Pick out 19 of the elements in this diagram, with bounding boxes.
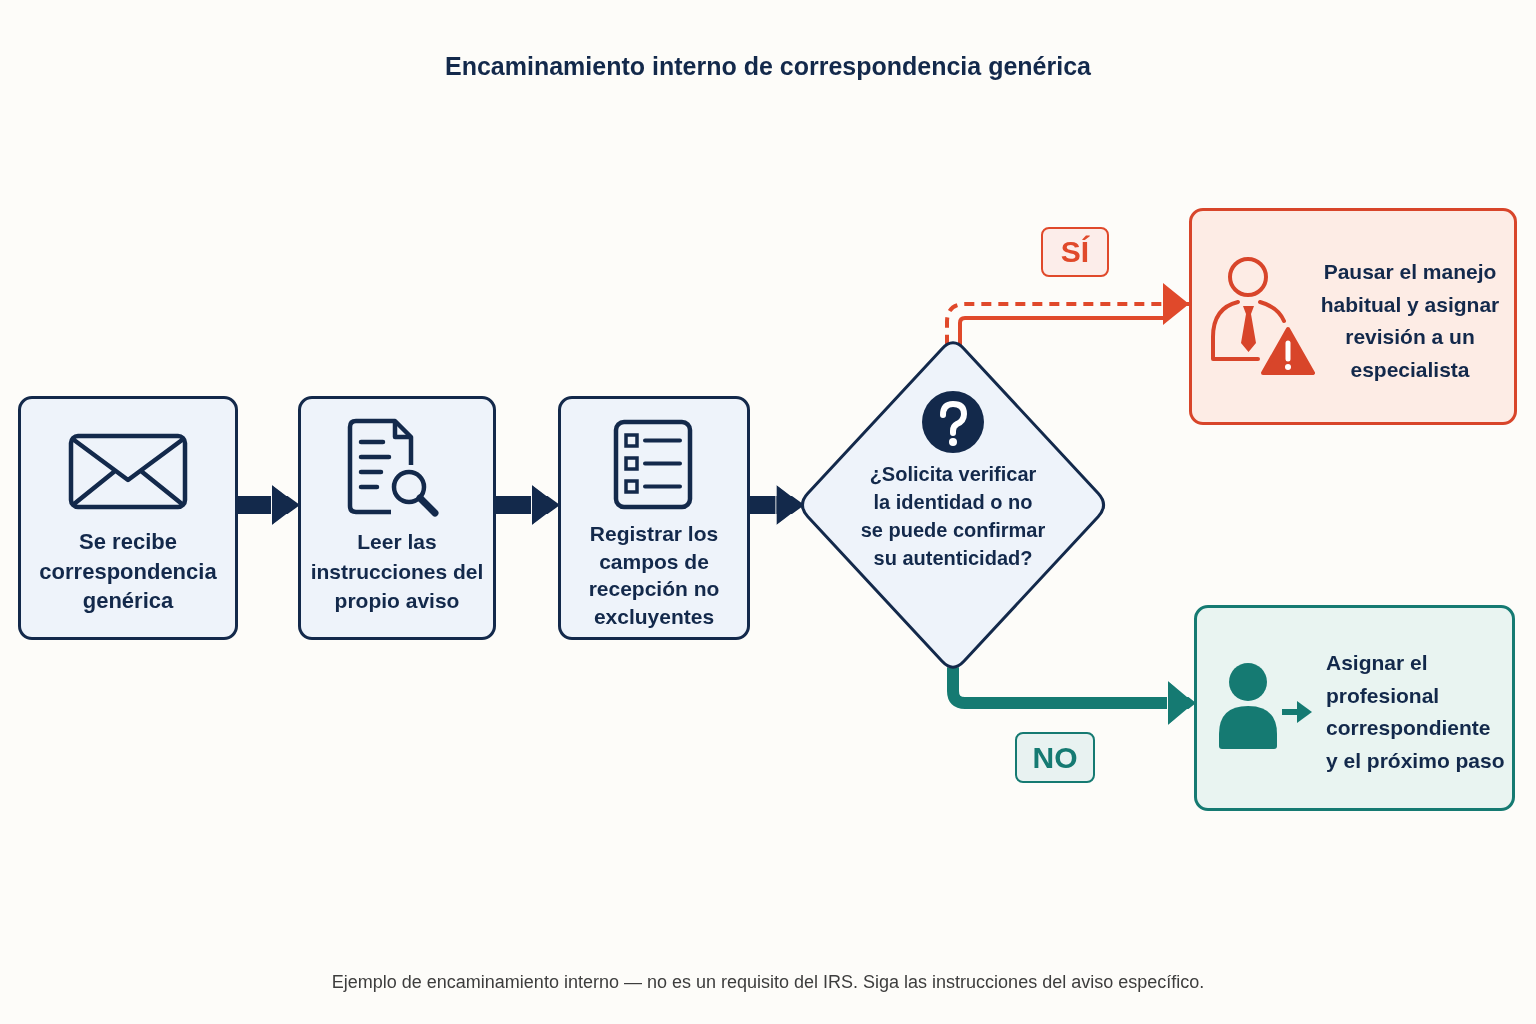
arrow: [238, 485, 298, 525]
edge-label: SÍ: [1041, 227, 1109, 277]
arrow: [496, 485, 558, 525]
arrow: [750, 485, 803, 525]
process-box: [1194, 605, 1515, 811]
diagram-title: Encaminamiento interno de correspondencia genérica: [445, 51, 1091, 82]
process-box: [18, 396, 238, 640]
step-text: Pausar el manejo habitual y asignar revisión a un especialista: [1319, 259, 1501, 383]
process-box: [298, 396, 496, 640]
process-box: [1189, 208, 1517, 425]
process-box: [558, 396, 750, 640]
step-text: Registrar los campos de recepción no excluyentes: [587, 521, 721, 630]
edge-label: NO: [1015, 732, 1095, 783]
caption-text: Ejemplo de encaminamiento interno — no es un requisito del IRS. Siga las instrucciones del aviso específico.: [331, 971, 1205, 994]
step-text: Se recibe correspondencia genérica: [38, 528, 218, 615]
arrow: [947, 667, 1194, 725]
step-text: Leer las instrucciones del propio aviso: [309, 529, 485, 614]
step-text: ¿Solicita verificar la identidad o no se puede confirmar su autenticidad?: [860, 462, 1046, 571]
step-text: Asignar el profesional correspondiente y el próximo paso: [1326, 650, 1506, 774]
